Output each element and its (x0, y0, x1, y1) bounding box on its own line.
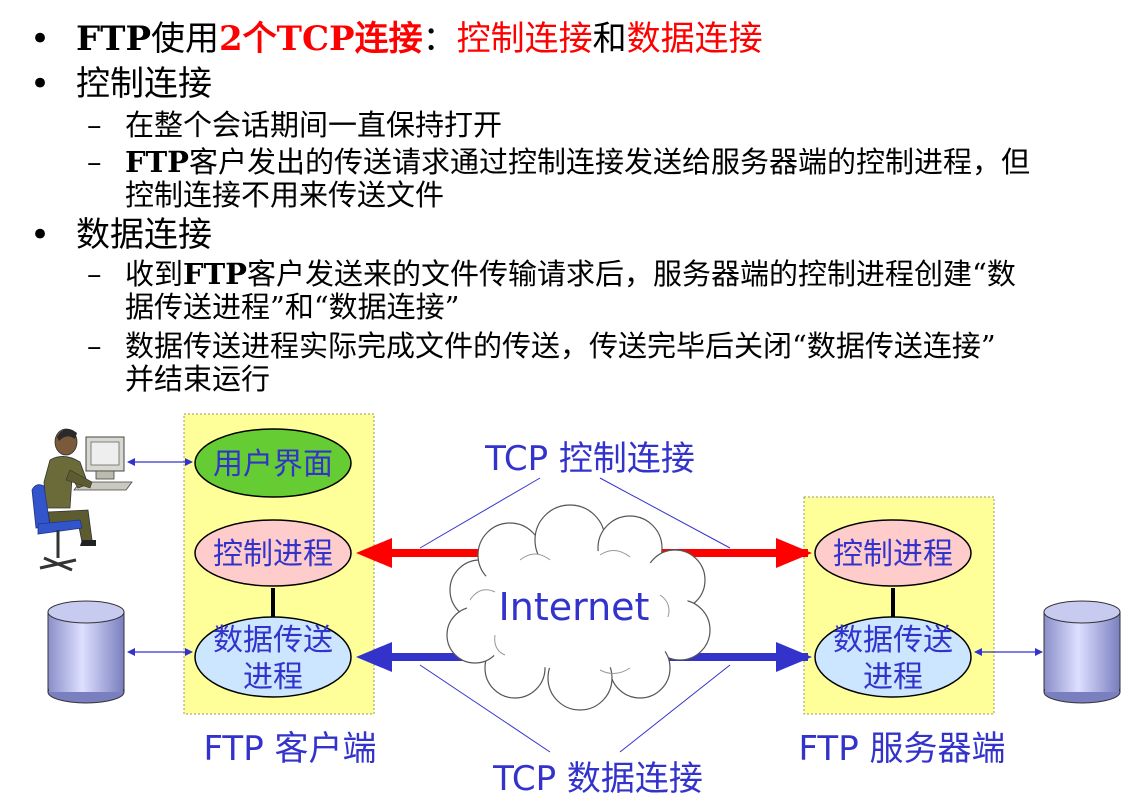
client-data-process-label-2: 进程 (243, 660, 303, 695)
bullet-control-connection: • 控制连接 (30, 64, 212, 104)
sub-bullet-control-requests: – FTP客户发出的传送请求通过控制连接发送给服务器端的控制进程，但 控制连接不… (87, 146, 1030, 212)
sub-text: 在整个会话期间一直保持打开 (125, 108, 503, 142)
internet-label: Internet (499, 585, 650, 629)
sub-text: 收到 (125, 257, 184, 291)
client-control-process-node (194, 519, 352, 587)
dash-marker: – (87, 108, 102, 142)
data-arrow-left-head (356, 642, 392, 672)
client-control-process-label: 控制进程 (213, 537, 333, 572)
sub-text-line-2: 控制连接不用来传送文件 (125, 178, 445, 212)
two-tcp-connections-text: 2个TCP连接 (219, 19, 423, 59)
dash-marker: – (87, 329, 102, 363)
data-arrow-right-head (776, 642, 812, 672)
server-control-process-label: 控制进程 (833, 537, 953, 572)
user-interface-label: 用户界面 (213, 447, 333, 482)
internet-cloud-icon (446, 504, 711, 711)
server-data-process-node (814, 616, 972, 698)
server-database-cylinder-icon (1043, 600, 1121, 704)
ftp-client-label: FTP 客户端 (203, 729, 376, 769)
tcp-data-connection-label: TCP 数据连接 (492, 759, 703, 799)
control-connection-term: 控制连接 (456, 19, 593, 59)
client-database-cylinder-icon (47, 600, 125, 704)
tcp-control-pointer-line (599, 477, 731, 549)
sub-bullet-always-open: – 在整个会话期间一直保持打开 (87, 108, 503, 142)
user-at-computer-icon (31, 428, 133, 572)
sub-bullet-data-transfer: – 数据传送进程实际完成文件的传送，传送完毕后关闭“数据传送连接” 并结束运行 (87, 329, 996, 396)
sub-text-line-1: FTP客户发出的传送请求通过控制连接发送给服务器端的控制进程，但 (125, 146, 1030, 179)
tcp-control-pointer-line (419, 477, 541, 549)
sub-text-line-2: 据传送进程”和“数据连接” (125, 290, 460, 324)
control-connection-heading: 控制连接 (76, 64, 212, 104)
bullet-dot: • (30, 19, 51, 59)
dash-marker: – (87, 145, 102, 179)
bullet-ftp-connections: • FTP使用2个TCP连接：控制连接和数据连接 (30, 19, 763, 59)
bullet-data-connection: • 数据连接 (30, 215, 212, 255)
server-data-process-label-2: 进程 (863, 660, 923, 695)
data-connection-term: 数据连接 (626, 19, 763, 59)
user-interface-node (194, 428, 352, 498)
server-control-process-node (814, 519, 972, 587)
ftp-architecture-diagram: Internet 用户界面 控制进程 数据传送 进程 控制进程 数据传送 进程 … (31, 413, 1121, 799)
and-text: 和 (592, 19, 627, 59)
tcp-data-pointer-line (419, 664, 551, 753)
client-data-process-label-1: 数据传送 (213, 623, 333, 658)
bullet-dot: • (30, 64, 51, 104)
ftp-server-label: FTP 服务器端 (798, 729, 1005, 769)
ftp-term: FTP (183, 257, 247, 291)
sub-text: 客户发送来的文件传输请求后，服务器端的控制进程创建“数 (247, 257, 1016, 291)
tcp-control-connection-label: TCP 控制连接 (484, 439, 695, 479)
server-data-process-label-1: 数据传送 (833, 623, 953, 658)
control-arrow-right-head (776, 538, 812, 568)
sub-text-line-2: 并结束运行 (125, 362, 271, 396)
sub-text-line-1: 数据传送进程实际完成文件的传送，传送完毕后关闭“数据传送连接” (125, 329, 996, 363)
bullet-dot: • (30, 215, 51, 255)
control-arrow-left-head (356, 538, 392, 568)
sub-text-line-1: 收到FTP客户发送来的文件传输请求后，服务器端的控制进程创建“数 (125, 258, 1016, 291)
ftp-term: FTP (125, 145, 189, 179)
data-connection-heading: 数据连接 (76, 215, 212, 255)
uses-text: 使用 (151, 19, 220, 59)
sub-text: 客户发出的传送请求通过控制连接发送给服务器端的控制进程，但 (188, 145, 1030, 179)
tcp-data-pointer-line (619, 664, 731, 753)
sub-bullet-data-process-creation: – 收到FTP客户发送来的文件传输请求后，服务器端的控制进程创建“数 据传送进程… (87, 258, 1016, 324)
client-data-process-node (194, 616, 352, 698)
ftp-term: FTP (76, 19, 152, 59)
dash-marker: – (87, 257, 102, 291)
colon-text: ： (422, 19, 457, 59)
